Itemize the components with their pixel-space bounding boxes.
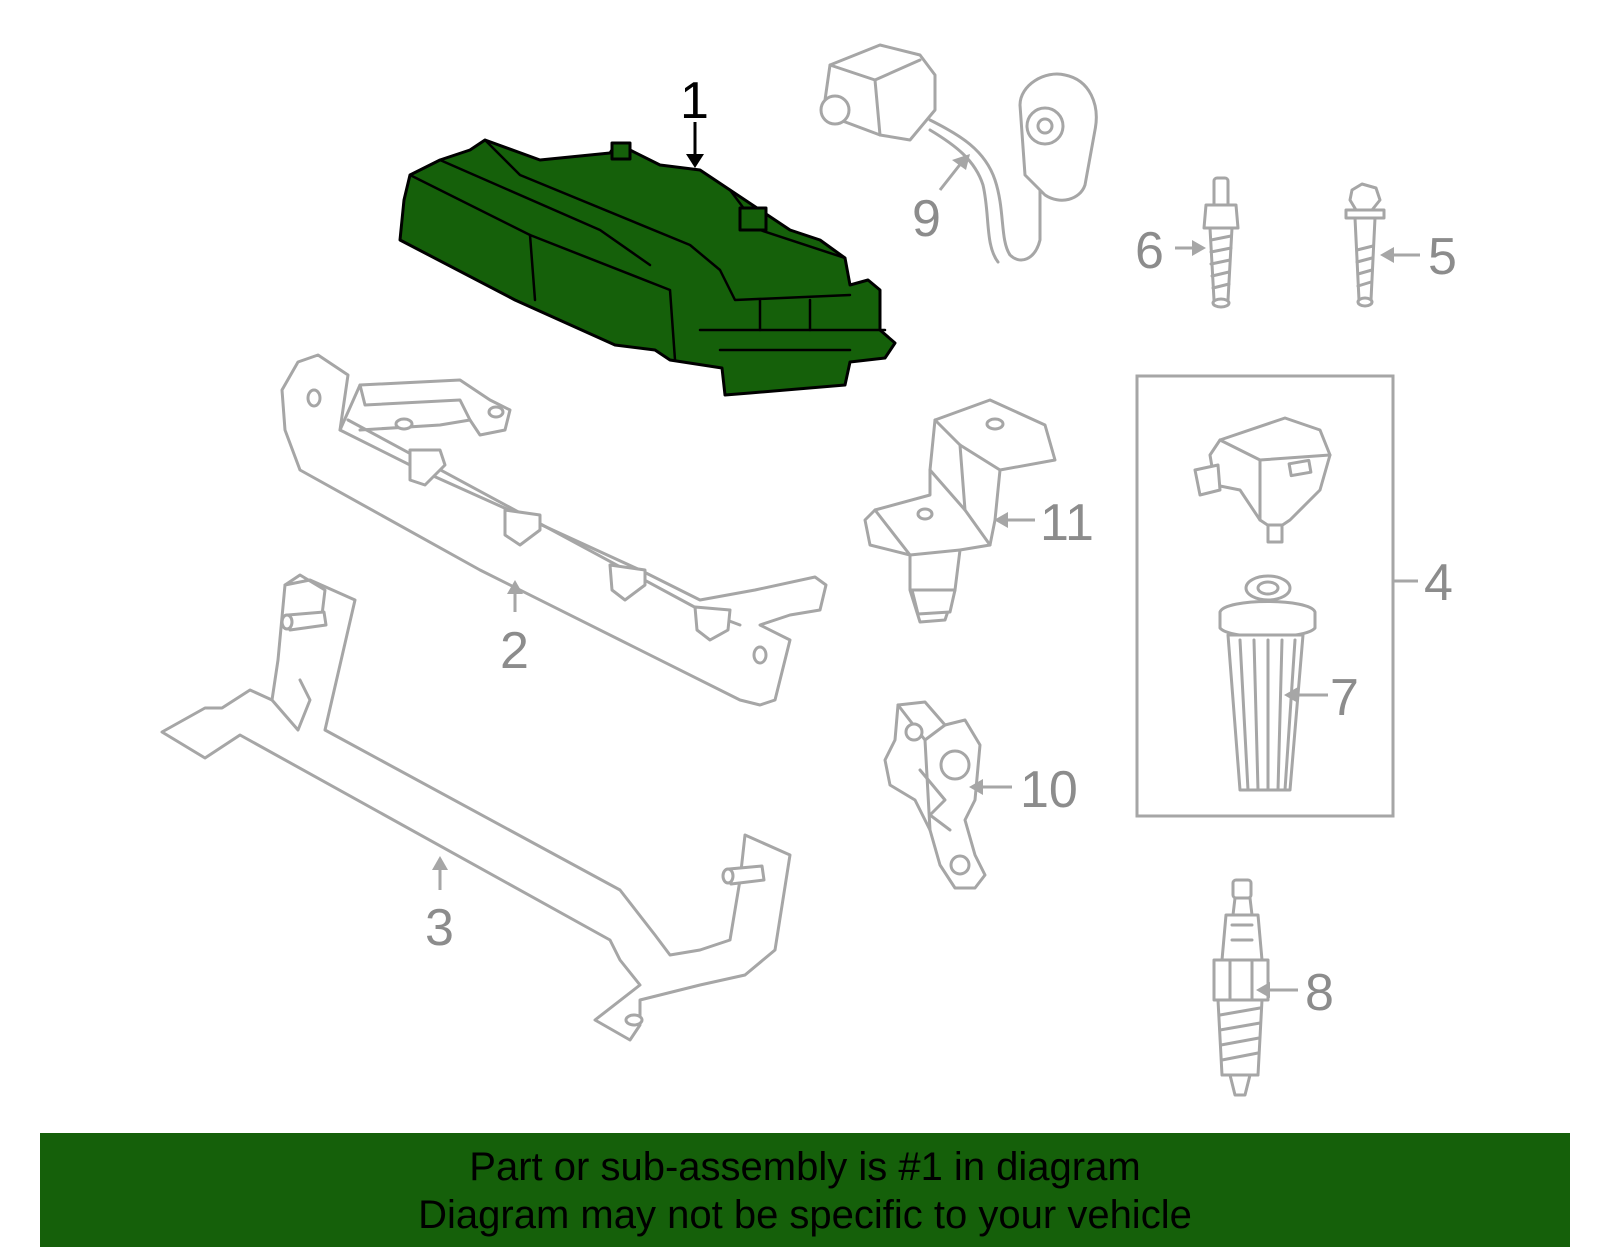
banner-line-1: Part or sub-assembly is #1 in diagram bbox=[469, 1145, 1141, 1189]
part-9-knock-sensor[interactable] bbox=[819, 43, 1098, 264]
callout-9[interactable]: 9 bbox=[912, 190, 941, 248]
part-10-position-sensor[interactable] bbox=[883, 700, 987, 890]
callout-10[interactable]: 10 bbox=[1020, 761, 1078, 819]
part-2-bracket[interactable] bbox=[280, 353, 828, 707]
banner-line-2: Diagram may not be specific to your vehi… bbox=[418, 1193, 1192, 1237]
callout-9-leader bbox=[938, 161, 964, 191]
callout-6-arrowhead bbox=[1192, 240, 1206, 256]
callout-1[interactable]: 1 bbox=[680, 72, 709, 130]
callout-11-arrowhead bbox=[994, 512, 1008, 528]
callout-7[interactable]: 7 bbox=[1330, 669, 1359, 727]
callout-4[interactable]: 4 bbox=[1424, 554, 1453, 612]
callout-3[interactable]: 3 bbox=[425, 899, 454, 957]
callout-2[interactable]: 2 bbox=[500, 622, 529, 680]
callout-5-arrowhead bbox=[1380, 247, 1394, 263]
part-6-stud[interactable] bbox=[1202, 176, 1240, 309]
part-4-ignition-coil-head[interactable] bbox=[1193, 416, 1332, 544]
callout-7-arrowhead bbox=[1284, 687, 1298, 703]
part-7-coil-boot[interactable] bbox=[1218, 574, 1317, 792]
part-11-position-sensor[interactable] bbox=[863, 398, 1057, 624]
callout-3-arrowhead bbox=[432, 856, 448, 870]
callout-8[interactable]: 8 bbox=[1305, 964, 1334, 1022]
callout-11[interactable]: 11 bbox=[1040, 494, 1094, 552]
callout-1-arrowhead bbox=[686, 154, 704, 168]
part-1-control-module[interactable] bbox=[398, 138, 897, 397]
part-5-bolt[interactable] bbox=[1344, 182, 1386, 308]
callout-2-arrowhead bbox=[507, 580, 523, 594]
part-3-lower-bracket[interactable] bbox=[160, 573, 792, 1042]
callout-10-arrowhead bbox=[969, 779, 983, 795]
callout-8-arrowhead bbox=[1256, 982, 1270, 998]
callout-9-arrowhead bbox=[952, 154, 970, 170]
callout-6[interactable]: 6 bbox=[1135, 222, 1164, 280]
callout-5[interactable]: 5 bbox=[1428, 228, 1457, 286]
info-banner: Part or sub-assembly is #1 in diagram Di… bbox=[40, 1133, 1570, 1247]
parts-diagram: 1 9 6 5 bbox=[160, 43, 1457, 1097]
part-8-spark-plug[interactable] bbox=[1212, 878, 1270, 1097]
